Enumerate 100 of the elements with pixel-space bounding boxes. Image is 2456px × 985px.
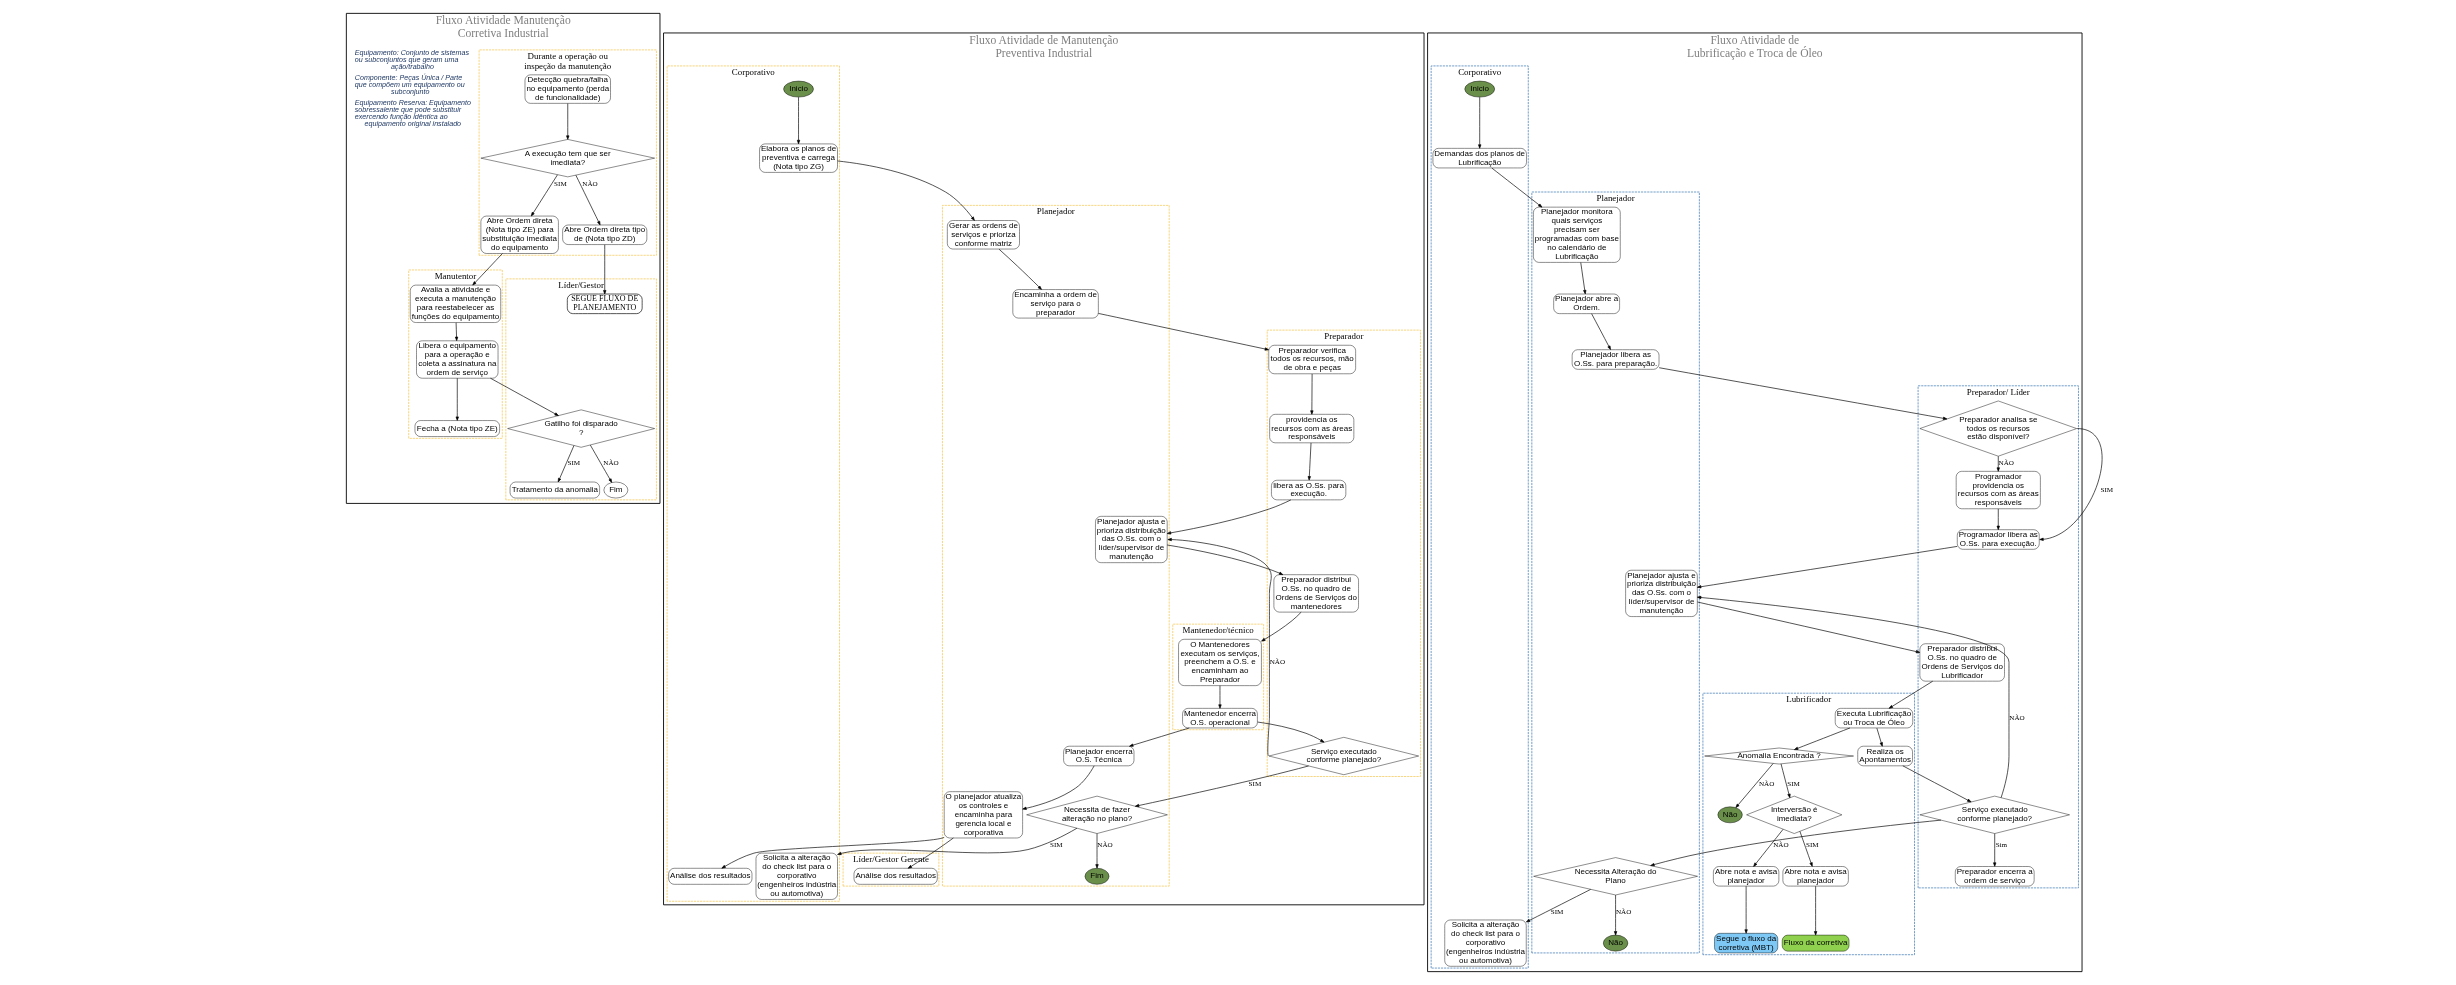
node-box: Realiza os Apontamentos — [1857, 746, 1913, 767]
node-box: Preparador distribui O.Ss. no quadro de Ordens de Serviços do mantenedores — [1273, 574, 1359, 613]
node-box: Planejador monitora quais serviços precisam ser programadas com base no calendário de Lubrificação — [1533, 206, 1621, 263]
node-ellipse: Fim — [1084, 868, 1110, 885]
node-box: Planejador ajusta e prioriza distribuição das O.Ss. com o líder/supervisor de manutenção — [1625, 570, 1698, 617]
node-box: O Mantenedores executam os serviços, preenchem a O.S. e encaminham ao Preparador — [1178, 639, 1262, 686]
node-box: Segue o fluxo da corretiva (MBT) — [1714, 933, 1778, 954]
arrow — [1744, 885, 1748, 934]
node-box: SEGUE FLUXO DE PLANEJAMENTO — [567, 293, 643, 314]
arrow — [1996, 455, 2000, 472]
arrow — [1098, 313, 1269, 351]
arrow — [998, 248, 1042, 290]
node-box: Abre Ordem direta (Nota tipo ZE) para substituição imediata do equipamento — [480, 215, 559, 254]
arrow — [1478, 96, 1482, 149]
arrow — [1491, 167, 1543, 208]
arrow — [1814, 885, 1818, 936]
arrow — [1697, 546, 1958, 589]
arrow — [837, 827, 1078, 855]
arrow — [1993, 833, 1997, 867]
node-box: Análise dos resultados — [668, 868, 753, 885]
node-box: Fluxo da corretiva — [1782, 934, 1850, 952]
node-ellipse: Não — [1603, 934, 1629, 952]
node-box: Solicita a alteração do check list para o corporativo (engenheiros indústria ou automotiva) — [1444, 919, 1527, 967]
node-box: Preparador encerra a ordem de serviço — [1955, 866, 2035, 887]
arrow — [1780, 763, 1791, 799]
arrow — [1022, 765, 1095, 810]
arrow — [1614, 894, 1618, 936]
node-box: Elabora os planos de preventiva e carrega (Nota tipo ZG) — [759, 143, 838, 173]
node-box: Preparador verifica todos os recursos, mão de obra e peças — [1268, 345, 1356, 374]
node-box: providencia os recursos com as áreas responsáveis — [1269, 414, 1355, 444]
arrow — [1261, 611, 1302, 642]
arrow — [1753, 829, 1784, 867]
node-ellipse: Inicio — [1464, 80, 1495, 98]
node-diamond: Necessita de fazer alteração no plano? — [1026, 795, 1168, 834]
node-box: Executa Lubrificação ou Troca de Óleo — [1835, 708, 1913, 729]
node-diamond: Preparador analisa se todos os recursos estão disponível? — [1919, 400, 2077, 457]
arrow — [1095, 833, 1099, 869]
arrow — [1735, 763, 1774, 808]
node-box: Planejador libera as O.Ss. para preparação. — [1571, 349, 1660, 370]
arrow — [1218, 685, 1222, 709]
node-box: Solicita a alteração do check list para o corporativo (engenheiros indústria ou automotiva) — [755, 852, 838, 900]
arrow — [1591, 313, 1611, 350]
arrow — [603, 244, 607, 295]
node-ellipse: Inicio — [783, 80, 814, 98]
arrow — [837, 160, 975, 221]
node-box: Planejador ajusta e prioriza distribuição das O.Ss. com o líder/supervisor de manutenção — [1095, 516, 1168, 563]
arrow — [1167, 538, 1272, 757]
arrow — [1166, 544, 1284, 575]
arrow — [1799, 831, 1813, 867]
arrow — [907, 837, 954, 869]
node-ellipse: Fim — [603, 481, 629, 499]
node-box: Tratamento da anomalia — [509, 481, 600, 499]
node-box: Libera o equipamento para a operação e coleta a assinatura na ordem de serviço — [416, 340, 499, 379]
node-box: Análise dos resultados — [853, 868, 938, 885]
arrow — [530, 174, 558, 217]
arrow — [1650, 819, 1942, 867]
arrow — [472, 253, 503, 286]
arrow — [455, 322, 459, 341]
node-box: Encaminha a ordem de serviço para o preparador — [1012, 289, 1099, 319]
arrow — [590, 444, 613, 483]
node-box: O planejador atualiza os controles e encaminha para gerencia local e corporativa — [944, 791, 1023, 839]
arrow — [1257, 721, 1325, 743]
node-box: Fecha a (Nota tipo ZE) — [414, 420, 500, 437]
arrow — [1166, 499, 1292, 535]
arrow — [1902, 765, 1972, 803]
node-diamond: A execução tem que ser imediata? — [480, 139, 655, 178]
arrow — [1134, 765, 1309, 808]
node-box: Abre Ordem direta tipo de (Nota tipo ZD) — [562, 224, 648, 245]
node-box: Abre nota e avisa planejador — [1713, 866, 1780, 887]
arrow — [2039, 428, 2103, 541]
node-box: Planejador abre a Ordem. — [1553, 293, 1620, 314]
node-ellipse: Não — [1717, 806, 1743, 824]
arrow — [575, 174, 601, 226]
node-box: Programador libera as O.Ss. para execução. — [1957, 529, 2040, 550]
node-box: Demandas dos planos de Lubrificação — [1432, 148, 1527, 169]
node-box: Detecção quebra/falha no equipamento (perda de funcionalidade) — [524, 74, 611, 104]
node-box: Programador providencia os recursos com as áreas responsáveis — [1955, 471, 2041, 509]
arrow — [566, 103, 570, 140]
arrow — [1794, 727, 1851, 750]
node-box: libera as O.Ss. para execução. — [1271, 480, 1347, 501]
node-box: Avalia a atividade e executa a manutenção para reestabelecer as funções do equipamento — [410, 284, 501, 323]
arrow — [1697, 595, 2010, 798]
arrow — [1526, 889, 1591, 923]
arrow — [455, 377, 459, 421]
arrow — [1996, 508, 2000, 530]
node-box: Preparador distribui O.Ss. no quadro de Ordens de Serviços do Lubrificador — [1919, 643, 2005, 682]
node-box: Planejador encerra O.S. Técnica — [1063, 746, 1135, 767]
arrow — [557, 445, 575, 483]
arrow — [796, 96, 801, 145]
node-box: Abre nota e avisa planejador — [1782, 866, 1849, 887]
node-box: Mantenedor encerra O.S. operacional — [1182, 708, 1258, 729]
arrow — [1876, 727, 1883, 747]
node-diamond: Necessita Alteração do Plano — [1533, 857, 1698, 896]
arrow — [1697, 601, 1921, 654]
arrow — [490, 377, 559, 416]
arrow — [1888, 680, 1934, 709]
arrow — [1307, 442, 1312, 481]
arrow — [721, 837, 945, 869]
arrow — [1580, 262, 1587, 295]
arrow — [1658, 367, 1948, 420]
